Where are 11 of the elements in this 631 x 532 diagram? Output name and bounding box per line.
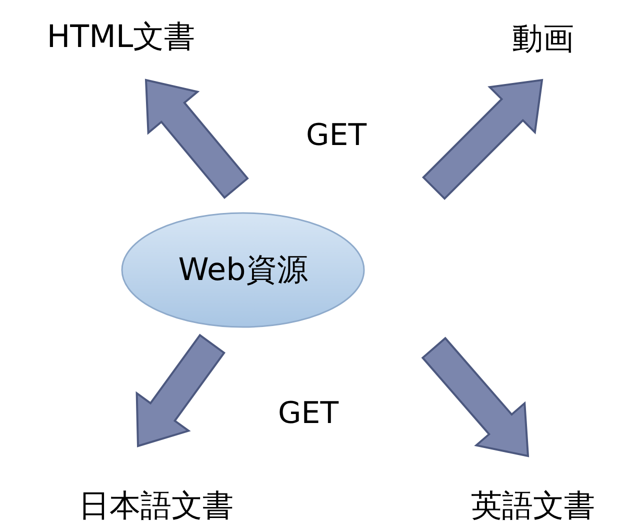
method-label: GET (306, 118, 367, 153)
block-arrow (422, 78, 544, 200)
block-arrow (144, 78, 249, 199)
document-label: 動画 (512, 20, 574, 59)
document-label: 英語文書 (471, 487, 595, 526)
method-label: GET (278, 396, 339, 431)
document-label: HTML文書 (46, 18, 196, 57)
document-label: 日本語文書 (78, 487, 234, 526)
resource-label: Web資源 (178, 251, 308, 290)
block-arrow (136, 334, 226, 448)
block-arrow (421, 336, 530, 458)
